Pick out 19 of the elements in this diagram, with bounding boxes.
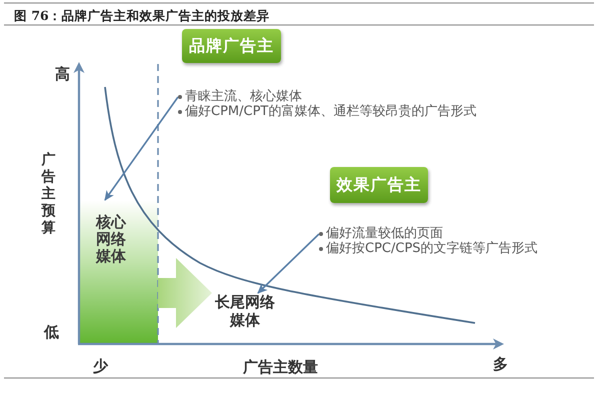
axis-title: 广告主预算 [41,152,56,237]
bullet-text: 青睐主流、核心媒体 [185,89,302,104]
arrow [104,96,179,201]
axis-title: 广告主数量 [243,359,318,376]
bullet-text: 偏好流量较低的页面 [326,226,443,241]
axis-label: 少 [93,358,108,375]
heading-box: 效果广告主 [330,167,428,203]
block-arrow [158,258,212,328]
bullet-text: 偏好CPM/CPT的富媒体、通栏等较昂贵的广告形式 [185,104,476,119]
axis-label: 低 [44,324,59,341]
band-label: 核心网络媒体 [96,214,128,265]
axis-label: 多 [493,356,508,373]
axis-label: 高 [55,66,70,83]
bullet-text: 偏好按CPC/CPS的文字链等广告形式 [326,241,538,256]
figure-title: 图 76：品牌广告主和效果广告主的投放差异 [14,8,270,23]
heading-box: 品牌广告主 [182,29,281,63]
arrow [257,233,320,294]
region-label: 长尾网络媒体 [212,293,278,329]
gradient-band [79,200,158,344]
